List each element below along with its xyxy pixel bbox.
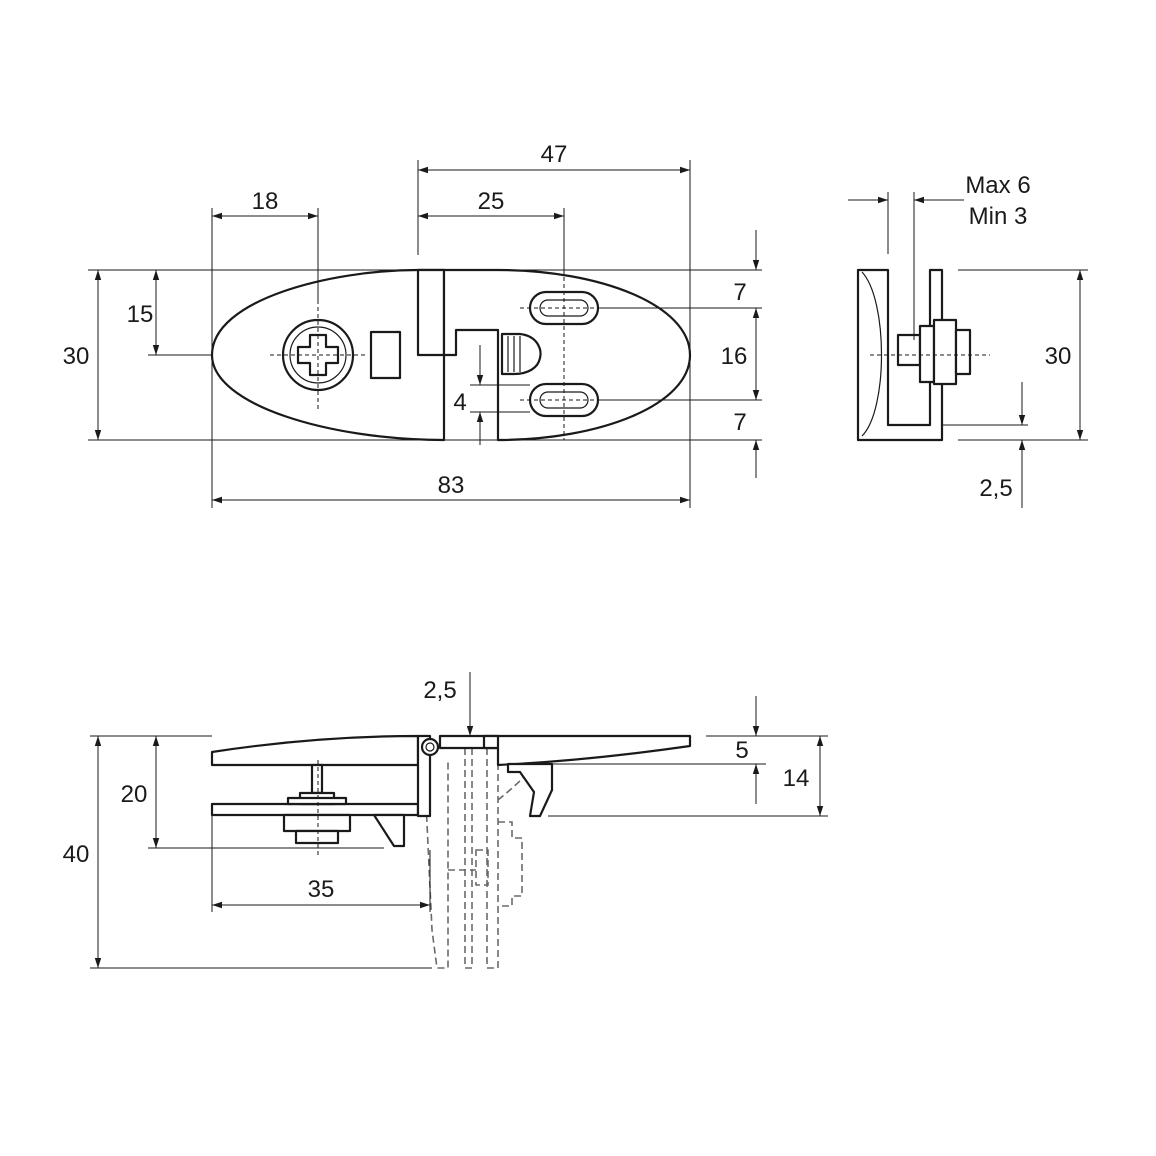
dim-20: 20 — [121, 781, 148, 808]
dim-7-top: 7 — [733, 279, 746, 306]
front-bolt-shank — [310, 763, 324, 795]
dim-40: 40 — [63, 841, 90, 868]
front-right-lip — [482, 734, 500, 750]
dim-2-5-front: 2,5 — [423, 677, 456, 704]
dim-30-side: 30 — [1045, 343, 1072, 370]
dim-25: 25 — [478, 188, 505, 215]
screw-head-icon — [281, 318, 355, 392]
front-bolt-washer — [286, 796, 348, 806]
front-right-catch — [506, 762, 554, 818]
side-bolt-shank — [896, 333, 922, 367]
dim-5: 5 — [735, 737, 748, 764]
front-top-plate-right — [438, 734, 692, 767]
front-bolt-lower — [282, 813, 352, 833]
front-view — [210, 734, 692, 969]
dim-2-5-side: 2,5 — [979, 475, 1012, 502]
hinge-pin-icon — [420, 737, 440, 757]
side-body — [856, 268, 944, 442]
front-view-dimensions: 40 20 35 2,5 5 14 — [63, 672, 828, 969]
side-bolt-head — [954, 328, 972, 376]
dim-7-bottom: 7 — [733, 409, 746, 436]
dim-18: 18 — [252, 188, 279, 215]
top-notch-tab — [416, 268, 446, 357]
dim-min-3: Min 3 — [969, 203, 1028, 230]
dim-16: 16 — [721, 343, 748, 370]
dim-4: 4 — [453, 389, 466, 416]
dim-max-6: Max 6 — [965, 172, 1030, 199]
front-top-plate-left — [210, 734, 420, 767]
side-view — [856, 268, 990, 442]
top-latch-bump — [500, 332, 542, 376]
front-bottom-plate-left — [210, 802, 420, 817]
side-bolt-washer — [918, 324, 936, 384]
dim-35: 35 — [308, 876, 335, 903]
front-left-latch — [372, 813, 406, 848]
dim-30-left: 30 — [63, 343, 90, 370]
top-view-dimensions: 47 25 18 83 30 15 7 16 7 4 — [63, 141, 762, 508]
dim-15: 15 — [127, 301, 154, 328]
top-view — [210, 268, 692, 442]
dim-14: 14 — [783, 765, 810, 792]
front-hinge-leaf — [416, 734, 432, 818]
dim-47: 47 — [541, 141, 568, 168]
top-square — [369, 330, 402, 380]
side-bolt-nut — [932, 318, 958, 386]
dim-83: 83 — [438, 472, 465, 499]
front-bolt-head — [294, 829, 340, 845]
side-view-dimensions: Max 6 Min 3 30 2,5 — [848, 172, 1088, 508]
